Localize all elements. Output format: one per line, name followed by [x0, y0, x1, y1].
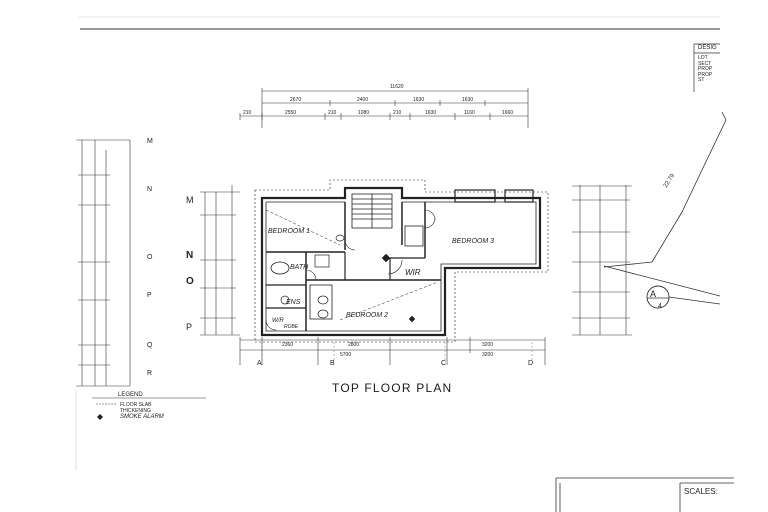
- drawing-title: TOP FLOOR PLAN: [332, 381, 453, 395]
- room-label-bedroom-3: BEDROOM 3: [452, 238, 495, 245]
- room-label-bedroom-2: BEDROOM 2: [346, 312, 389, 319]
- left-grid-letter-n: N: [147, 186, 153, 193]
- title-block-rows: LOT SECT PROP PROP ST: [698, 55, 713, 84]
- dim-top-row2-0: 210: [243, 110, 252, 116]
- bottom-dimension-strings: [239, 337, 546, 365]
- left-grid-letter-r: R: [147, 370, 153, 377]
- room-label-bedroom-1: BEDROOM 1: [268, 228, 311, 235]
- left-dimension-strings: [76, 139, 131, 387]
- legend-box: [75, 390, 206, 470]
- legend-item-floor-slab: FLOOR SLAB THICKENING: [120, 402, 152, 414]
- legend-heading: LEGEND: [118, 392, 143, 398]
- dim-top-row2-3: 1080: [358, 110, 370, 116]
- boundary-line-2: [603, 265, 721, 297]
- inner-outline: [265, 201, 537, 332]
- dim-top-row1-1: 2400: [357, 97, 369, 103]
- dim-top-overall: 11620: [390, 84, 404, 90]
- grid-letter-d: D: [528, 360, 534, 367]
- title-block-row: SECT: [698, 60, 712, 67]
- dim-top-row2-1: 2550: [285, 110, 297, 116]
- section-ref-number: 4: [658, 303, 662, 310]
- title-block-row: LOT: [698, 55, 708, 61]
- room-label-bath: BATH: [290, 264, 309, 271]
- floor-plan: [254, 179, 549, 343]
- legend-smoke-alarm-icon: [97, 414, 103, 420]
- mid-grid-letter-p: P: [186, 322, 193, 332]
- grid-letter-c: C: [441, 360, 447, 367]
- dim-top-row2-5: 1630: [425, 110, 437, 116]
- left-grid-letter-m: M: [147, 138, 153, 145]
- scales-label: SCALES:: [684, 487, 718, 496]
- mid-left-dimension-strings: [200, 185, 240, 336]
- top-dimension-strings: [239, 88, 529, 128]
- slab-outline-dashed: [254, 179, 549, 343]
- left-grid-letter-o: O: [147, 254, 153, 261]
- grid-letter-a: A: [257, 360, 262, 367]
- dim-top-row2-2: 210: [328, 110, 337, 116]
- boundary-line: [603, 111, 727, 268]
- left-grid-letter-q: Q: [147, 342, 153, 349]
- dim-top-row1-3: 1630: [462, 97, 474, 103]
- room-label-wir: WIR: [405, 268, 421, 277]
- dim-top-row1-0: 2670: [290, 97, 302, 103]
- mid-grid-letter-n: N: [186, 250, 194, 261]
- dim-bottom-row1-2: 3200: [482, 342, 494, 348]
- grid-lines-bottom: [261, 342, 533, 360]
- room-label-ens: ENS: [286, 299, 301, 306]
- section-ref-letter: A: [650, 289, 657, 299]
- right-dimension-strings: [572, 185, 632, 336]
- outer-wall: [260, 186, 542, 337]
- mid-grid-letter-m: M: [186, 195, 194, 205]
- title-block-row: PROP: [698, 66, 713, 72]
- room-label-robe: ROBE: [284, 324, 299, 330]
- title-block-heading: DESIG: [698, 45, 717, 51]
- dim-bottom-row2-0: 5700: [340, 352, 352, 358]
- dim-top-row2-4: 210: [393, 110, 402, 116]
- dim-top-row2-6: 1160: [464, 110, 475, 116]
- smoke-alarm-symbol: [381, 253, 391, 263]
- section-ref-marker: [646, 285, 721, 309]
- bottom-title-block: [555, 477, 734, 512]
- dim-bottom-row2-1: 3200: [482, 352, 494, 358]
- legend-item-smoke-alarm: SMOKE ALARM: [120, 414, 164, 420]
- title-block: [693, 43, 720, 92]
- title-block-row: PROP: [698, 71, 713, 78]
- title-block-row: ST: [698, 77, 705, 83]
- dim-bottom-row1-0: 2360: [282, 342, 294, 348]
- room-label-wr: W/R: [272, 318, 284, 324]
- left-grid-letter-p: P: [147, 292, 152, 299]
- dim-top-row1-2: 1630: [413, 97, 425, 103]
- dim-top-row2-7: 1660: [502, 110, 514, 116]
- dim-bottom-row1-1: 2800: [348, 342, 360, 348]
- grid-letter-b: B: [330, 360, 335, 367]
- stair: [351, 193, 393, 229]
- mid-grid-letter-o: O: [186, 276, 194, 287]
- balcony-box: [454, 189, 496, 203]
